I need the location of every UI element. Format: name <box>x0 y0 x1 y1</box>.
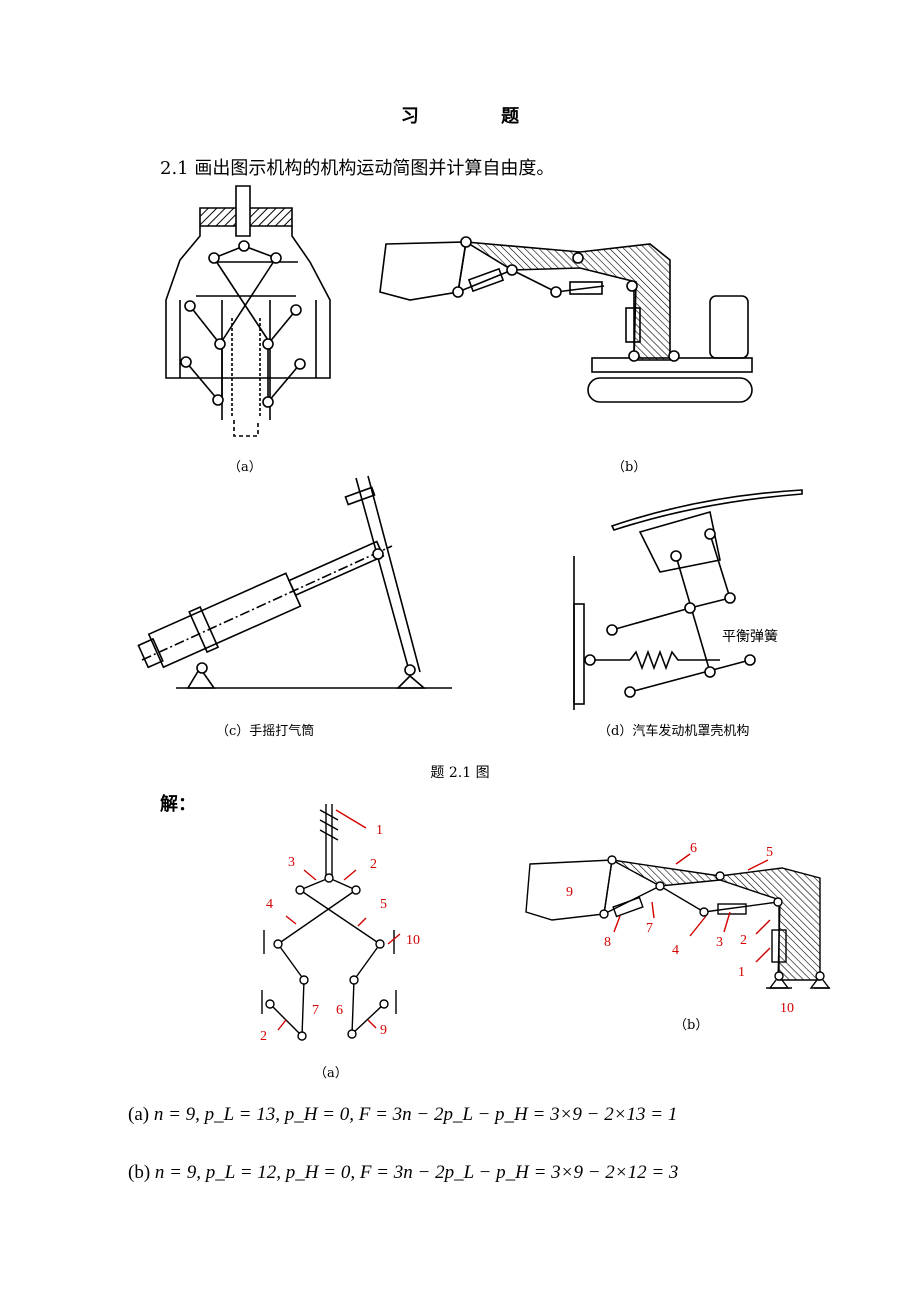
equation-b-prefix: (b) <box>128 1162 151 1183</box>
sol-b-label-1: 1 <box>738 965 745 980</box>
equation-a-body: n = 9, p_L = 13, p_H = 0, F = 3n − 2p_L … <box>153 1104 678 1125</box>
solution-label: 解： <box>160 794 196 815</box>
figure-c-caption: （c）手摇打气筒 <box>216 724 315 739</box>
equation-a: (a) n = 9, p_L = 13, p_H = 0, F = 3n − 2… <box>128 1104 677 1126</box>
sol-b-label-8: 8 <box>604 935 611 950</box>
equation-b-body: n = 9, p_L = 12, p_H = 0, F = 3n − 2p_L … <box>154 1162 679 1183</box>
sol-a-label-6: 6 <box>336 1003 343 1018</box>
figure-a-caption: （a） <box>228 460 262 475</box>
sol-b-label-4: 4 <box>672 943 679 958</box>
sol-b-label-6: 6 <box>690 841 697 856</box>
sol-a-label-9: 9 <box>380 1023 387 1038</box>
page-title: 习 题 <box>400 106 558 127</box>
figure-group-title: 题 2.1 图 <box>430 765 490 781</box>
sol-a-label-7: 7 <box>312 1003 319 1018</box>
sol-a-label-2b: 2 <box>260 1029 267 1044</box>
sol-b-label-5: 5 <box>766 845 773 860</box>
equation-b: (b) n = 9, p_L = 12, p_H = 0, F = 3n − 2… <box>128 1162 678 1184</box>
sol-a-label-1: 1 <box>376 823 383 838</box>
sol-a-label-2: 2 <box>370 857 377 872</box>
sol-a-label-4: 4 <box>266 897 273 912</box>
sol-b-label-3: 3 <box>716 935 723 950</box>
sol-a-label-5: 5 <box>380 897 387 912</box>
sol-b-label-7: 7 <box>646 921 653 936</box>
solution-b-caption: （b） <box>674 1018 709 1033</box>
question-line: 2.1 画出图示机构的机构运动简图并计算自由度。 <box>160 154 554 180</box>
figure-d-caption: （d）汽车发动机罩壳机构 <box>598 724 750 739</box>
figure-d-spring-label: 平衡弹簧 <box>722 629 778 645</box>
question-text: 画出图示机构的机构运动简图并计算自由度。 <box>194 158 555 179</box>
equation-a-prefix: (a) <box>128 1104 150 1125</box>
sol-a-label-10: 10 <box>406 933 420 948</box>
question-number: 2.1 <box>160 158 189 179</box>
sol-b-label-9: 9 <box>566 885 573 900</box>
figure-b-caption: （b） <box>612 460 647 475</box>
solution-a-caption: （a） <box>314 1066 348 1081</box>
sol-b-label-2: 2 <box>740 933 747 948</box>
sol-b-label-10: 10 <box>780 1001 794 1016</box>
sol-a-label-3: 3 <box>288 855 295 870</box>
